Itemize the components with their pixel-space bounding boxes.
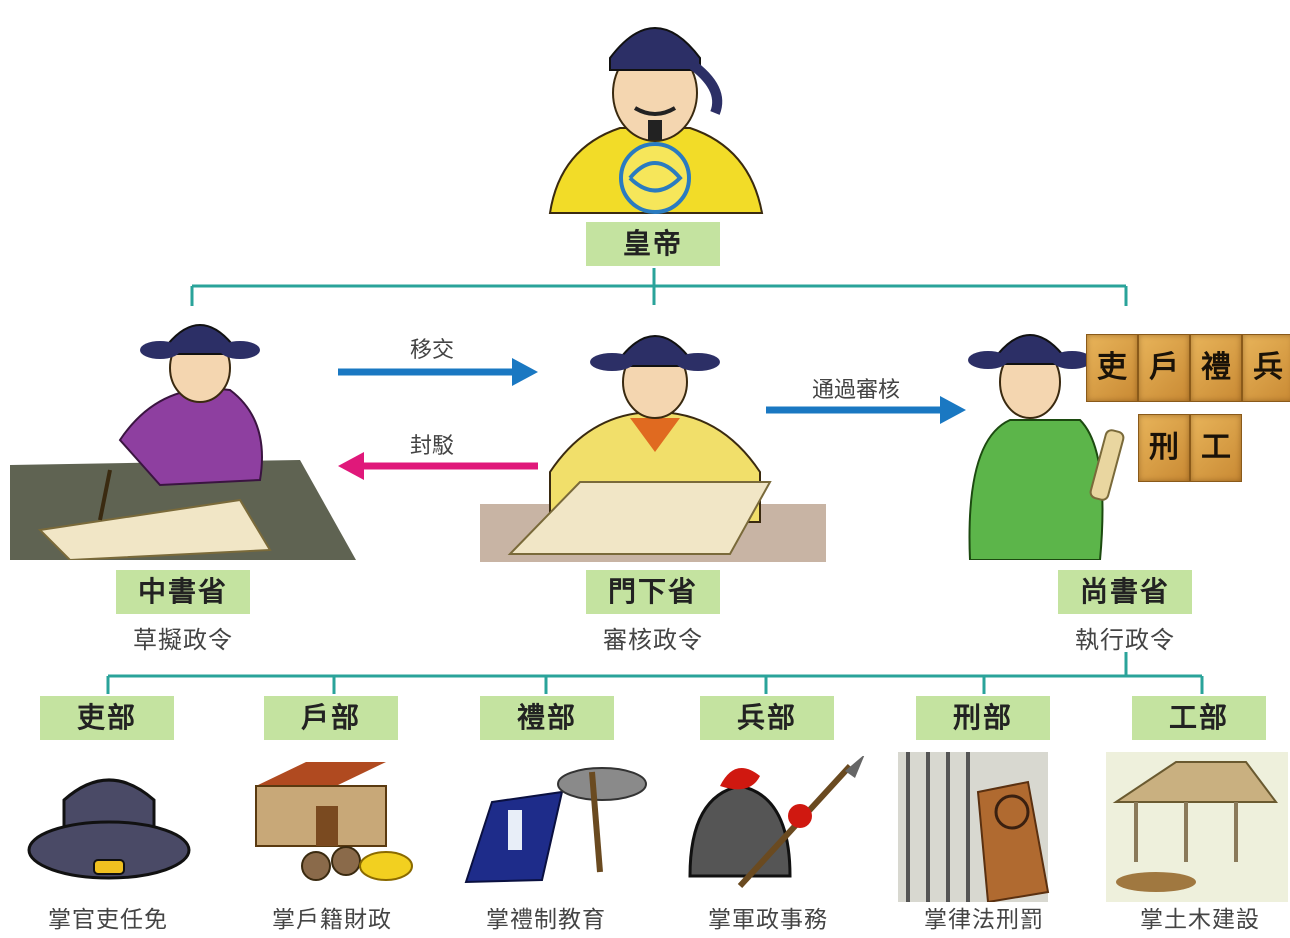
arrow-transfer-text: 移交	[410, 338, 455, 363]
construction-icon	[1106, 752, 1288, 902]
ministry-label-hu: 戶部	[264, 696, 398, 740]
book-bowl-icon	[464, 767, 647, 884]
ministry-duty-rites: 掌禮制教育	[486, 907, 606, 933]
helmet-spear-icon	[688, 756, 865, 889]
province-role-zhongshu: 草擬政令	[133, 626, 233, 654]
menxia-illustration	[480, 335, 826, 562]
ministry-label-bing: 兵部	[700, 696, 834, 740]
province-role-shangshu: 執行政令	[1075, 626, 1175, 654]
province-label-shangshu: 尚書省	[1058, 570, 1192, 614]
ministry-label-xing: 刑部	[916, 696, 1050, 740]
shangshu-illustration	[968, 334, 1125, 560]
province-role-menxia: 審核政令	[603, 626, 703, 654]
ministry-duty-bing: 掌軍政事務	[708, 907, 828, 933]
tile-hu: 戶	[1138, 334, 1190, 402]
ministry-label-rites: 禮部	[480, 696, 614, 740]
province-label-menxia: 門下省	[586, 570, 720, 614]
ministry-label-li: 吏部	[40, 696, 174, 740]
official-hat-icon	[27, 778, 191, 880]
tile-bing: 兵	[1242, 334, 1290, 402]
emperor-label: 皇帝	[586, 222, 720, 266]
emperor-illustration	[548, 27, 764, 214]
prison-coffin-icon	[898, 752, 1050, 902]
ministry-duty-xing: 掌律法刑罰	[924, 907, 1044, 933]
tile-rites: 禮	[1190, 334, 1242, 402]
arrow-approve-text: 通過審核	[812, 378, 901, 403]
ministry-duty-li: 掌官吏任免	[48, 907, 168, 933]
ministry-duty-hu: 掌戶籍財政	[272, 907, 392, 933]
ministry-label-gong: 工部	[1132, 696, 1266, 740]
tile-li: 吏	[1086, 334, 1138, 402]
province-label-zhongshu: 中書省	[116, 570, 250, 614]
ministry-duty-gong: 掌土木建設	[1140, 907, 1260, 933]
arrow-reject-text: 封駁	[410, 434, 455, 459]
zhongshu-illustration	[10, 324, 356, 560]
house-coins-icon	[255, 762, 413, 881]
tile-xing: 刑	[1138, 414, 1190, 482]
tile-gong: 工	[1190, 414, 1242, 482]
